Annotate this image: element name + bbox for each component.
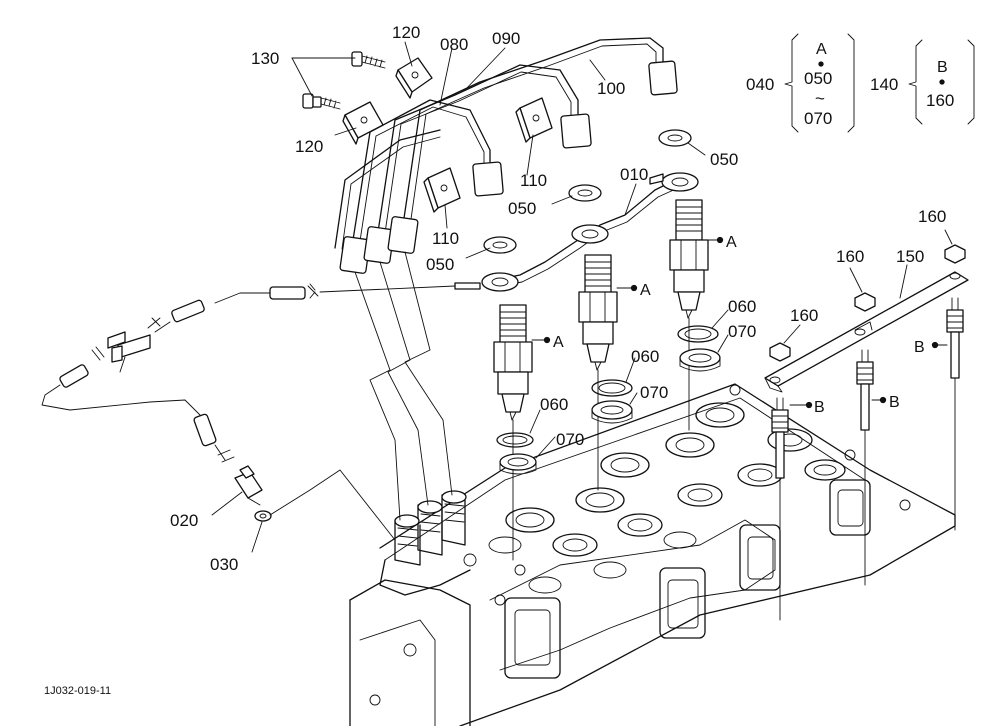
legend-group-b: 140 B 160 xyxy=(870,39,975,125)
legend-a-letter: A xyxy=(816,41,827,58)
mark-b-left: B xyxy=(814,399,825,416)
callout-050-middle: 050 xyxy=(508,199,536,218)
mark-b-middle: B xyxy=(889,394,900,411)
callout-090: 090 xyxy=(492,29,520,48)
mark-b-right: B xyxy=(914,339,925,356)
callout-150: 150 xyxy=(896,247,924,266)
callout-110-left: 110 xyxy=(432,229,459,248)
figure-code: 1J032-019-11 xyxy=(44,685,111,697)
callout-160-right: 160 xyxy=(918,207,946,226)
callout-060-middle: 060 xyxy=(631,347,659,366)
mark-a-middle: A xyxy=(640,282,651,299)
callout-030: 030 xyxy=(210,555,238,574)
callout-120-bottom: 120 xyxy=(295,137,323,156)
overflow-pipe xyxy=(41,172,699,541)
callout-060-right: 060 xyxy=(728,297,756,316)
callout-010: 010 xyxy=(620,165,648,184)
callout-080: 080 xyxy=(440,35,468,54)
leader-lines xyxy=(211,41,956,621)
callout-110-right: 110 xyxy=(520,171,547,190)
legend-b-number: 140 xyxy=(870,75,898,94)
callout-050-right: 050 xyxy=(710,150,738,169)
callout-020: 020 xyxy=(170,511,198,530)
reference-marks: A A A B B B xyxy=(553,234,925,416)
legend-a-number: 040 xyxy=(746,75,774,94)
legend-group-a: 040 A 050 ~ 070 xyxy=(746,33,855,133)
legend-a-end: 070 xyxy=(804,109,832,128)
cylinder-head xyxy=(349,383,956,726)
callout-labels: 130 120 120 080 090 100 110 110 050 050 … xyxy=(170,23,946,574)
injector-middle xyxy=(568,184,633,481)
legend-a-range: ~ xyxy=(815,89,825,108)
legend-a-start: 050 xyxy=(804,69,832,88)
callout-070-left: 070 xyxy=(556,430,584,449)
callout-070-middle: 070 xyxy=(640,383,668,402)
callout-120-top: 120 xyxy=(392,23,420,42)
injector-right xyxy=(658,129,721,421)
callout-070-right: 070 xyxy=(728,322,756,341)
callout-160-middle: 160 xyxy=(836,247,864,266)
mark-a-right: A xyxy=(726,234,737,251)
injection-pipes xyxy=(334,37,678,521)
callout-100: 100 xyxy=(597,79,625,98)
legend-b-letter: B xyxy=(937,59,948,76)
injector-left xyxy=(483,236,537,541)
injector-nozzles xyxy=(483,129,721,541)
callout-060-left: 060 xyxy=(540,395,568,414)
callout-160-left: 160 xyxy=(790,306,818,325)
glow-plugs xyxy=(764,244,969,611)
callout-050-left: 050 xyxy=(426,255,454,274)
legend-b-item: 160 xyxy=(926,91,954,110)
pipe-clamps xyxy=(302,51,553,213)
mark-a-left: A xyxy=(553,334,564,351)
callout-130: 130 xyxy=(251,49,279,68)
